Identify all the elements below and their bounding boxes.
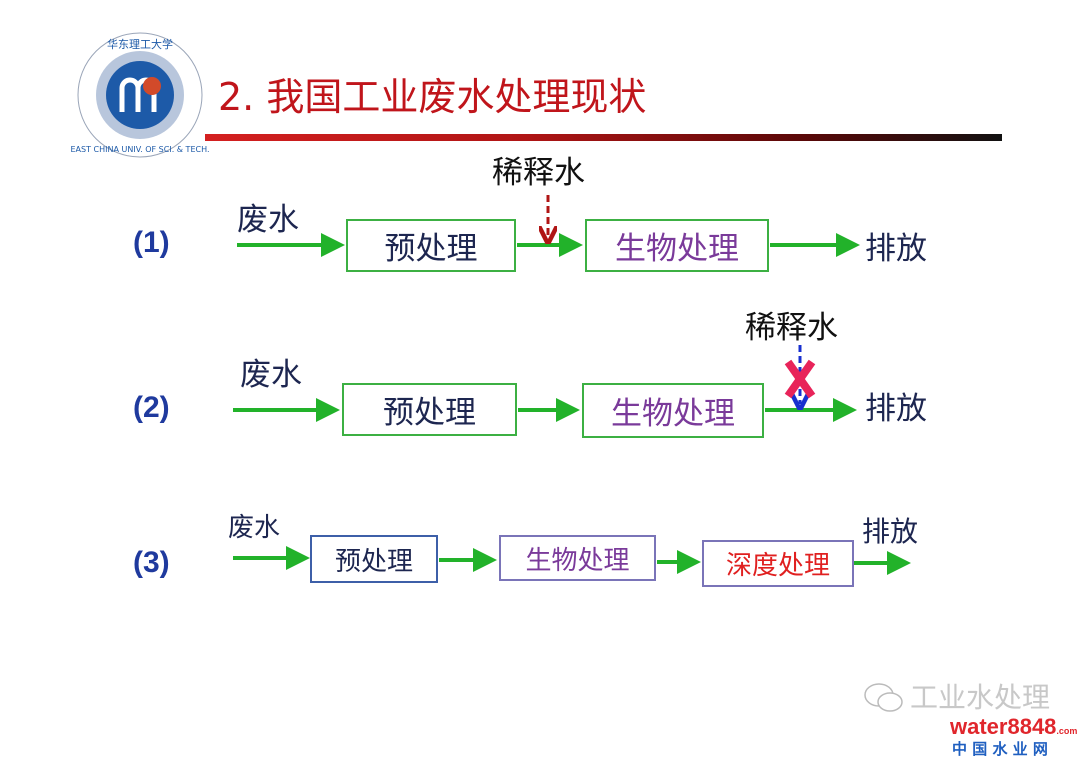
dilution-label-1: 稀释水 — [492, 155, 585, 191]
step-pretreatment-2: 预处理 — [342, 383, 517, 436]
row-label-1: (1) — [133, 226, 170, 259]
svg-text:华东理工大学: 华东理工大学 — [107, 37, 173, 51]
step-pretreatment-1: 预处理 — [346, 219, 516, 272]
watermark-site: water8848.com — [950, 716, 1077, 738]
page-title: 2. 我国工业废水处理现状 — [218, 75, 647, 119]
output-label-3: 排放 — [862, 515, 919, 548]
title-underline — [205, 134, 1002, 141]
step-pretreatment-3: 预处理 — [310, 535, 438, 583]
dilution-label-2: 稀释水 — [745, 310, 838, 346]
output-label-1: 排放 — [865, 231, 927, 267]
watermark-site-suffix: .com — [1056, 726, 1078, 736]
step-biological-3: 生物处理 — [499, 535, 656, 581]
input-label-2: 废水 — [240, 357, 302, 393]
step-advanced-3: 深度处理 — [702, 540, 854, 587]
output-label-2: 排放 — [865, 391, 927, 427]
row-label-3: (3) — [133, 546, 170, 579]
row-label-2: (2) — [133, 391, 170, 424]
blocked-x-icon — [784, 359, 816, 399]
university-logo: 华东理工大学 EAST CHINA UNIV. OF SCI. & TECH. — [71, 32, 210, 158]
watermark-site-name: water8848 — [950, 714, 1057, 739]
wechat-icon — [864, 683, 903, 712]
svg-text:EAST CHINA UNIV. OF SCI. & TEC: EAST CHINA UNIV. OF SCI. & TECH. — [71, 145, 210, 154]
step-biological-2: 生物处理 — [582, 383, 764, 438]
input-label-3: 废水 — [228, 513, 281, 543]
step-biological-1: 生物处理 — [585, 219, 769, 272]
watermark-wechat: 工业水处理 — [910, 681, 1051, 714]
input-label-1: 废水 — [237, 202, 299, 238]
watermark-site-cn: 中 国 水 业 网 — [952, 740, 1048, 758]
